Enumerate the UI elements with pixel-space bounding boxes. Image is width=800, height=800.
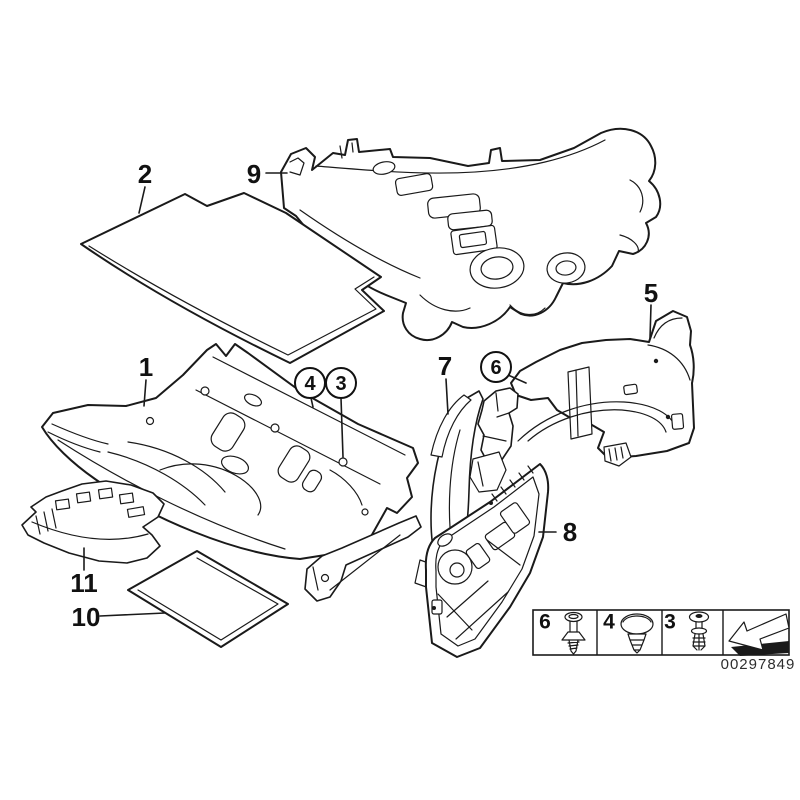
svg-text:2: 2	[138, 159, 152, 189]
fastener-legend: 6 4 3	[532, 609, 790, 656]
legend-cell-clip: 4	[603, 611, 654, 654]
svg-text:6: 6	[539, 611, 551, 634]
expanding-clip-icon	[620, 613, 654, 654]
svg-text:11: 11	[70, 568, 98, 598]
expanding-rivet-icon	[688, 611, 710, 651]
part-1-floor-insulation	[41, 343, 422, 602]
svg-text:7: 7	[438, 351, 452, 381]
callout-4-circled[interactable]: 4	[294, 367, 326, 399]
svg-text:8: 8	[563, 517, 577, 547]
part-11-bracket-insulation	[21, 480, 165, 564]
svg-text:1: 1	[139, 352, 153, 382]
legend-cell-screw: 6	[539, 611, 586, 655]
part-10-floor-mat-small	[127, 550, 289, 648]
svg-text:5: 5	[644, 278, 658, 308]
callout-10[interactable]: 10	[72, 602, 101, 632]
part-8-door-insulation-panel	[424, 463, 550, 658]
part-number: 00297849	[721, 656, 796, 673]
callout-8[interactable]: 8	[563, 517, 577, 547]
svg-text:4: 4	[304, 373, 316, 395]
svg-text:9: 9	[247, 159, 261, 189]
callout-6-circled[interactable]: 6	[480, 351, 512, 383]
legend-cell-rivet: 3	[664, 611, 710, 651]
callout-7[interactable]: 7	[438, 351, 452, 381]
svg-text:3: 3	[664, 611, 676, 634]
svg-text:6: 6	[490, 357, 501, 379]
svg-text:4: 4	[603, 611, 615, 634]
legend-cell-direction	[728, 613, 790, 656]
part-5-side-trim-insulation	[510, 310, 695, 467]
callout-5[interactable]: 5	[644, 278, 658, 308]
callout-leader-lines	[83, 172, 652, 617]
part-2-trunk-floor-mat	[80, 192, 385, 364]
callout-3-circled[interactable]: 3	[325, 367, 357, 399]
callout-11[interactable]: 11	[70, 568, 98, 598]
direction-arrow-icon	[728, 613, 790, 656]
screw-icon	[561, 611, 586, 655]
callout-1[interactable]: 1	[139, 352, 153, 382]
callout-2[interactable]: 2	[138, 159, 152, 189]
part-9-rear-shelf-insulation	[280, 127, 662, 341]
svg-text:10: 10	[72, 602, 101, 632]
svg-text:3: 3	[335, 373, 346, 395]
part-6-wheel-arch-insulation	[469, 387, 519, 493]
callout-9[interactable]: 9	[247, 159, 261, 189]
